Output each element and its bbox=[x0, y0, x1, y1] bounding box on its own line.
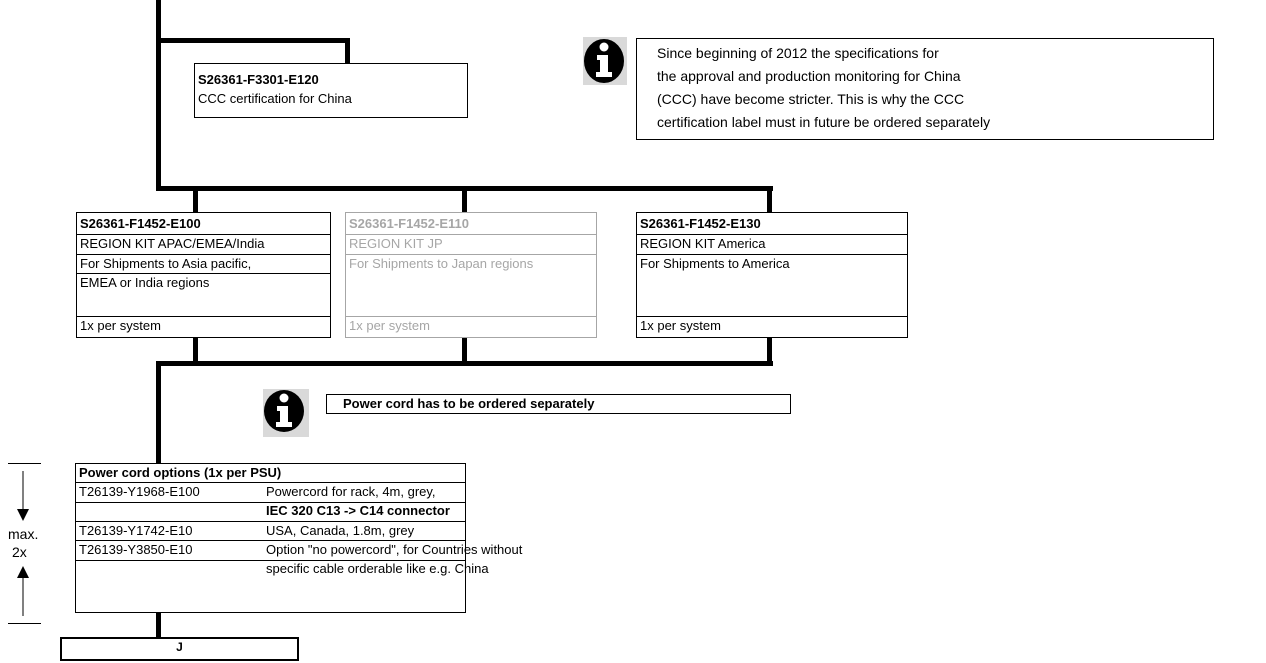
table-row[interactable]: T26139-Y1968-E100 Powercord for rack, 4m… bbox=[76, 482, 465, 521]
region-collect-bus bbox=[156, 361, 773, 366]
power-cord-description: Option "no powercord", for Countries wit… bbox=[266, 542, 523, 557]
trunk-line-middle bbox=[156, 361, 161, 463]
trunk-line-top bbox=[156, 0, 161, 190]
info-icon bbox=[263, 389, 309, 437]
region-rise-2 bbox=[462, 337, 467, 365]
region-kit-part-number: S26361-F1452-E100 bbox=[80, 216, 201, 231]
power-cord-part-number: T26139-Y3850-E10 bbox=[79, 542, 193, 557]
ccc-note-line-3: (CCC) have become stricter. This is why … bbox=[657, 91, 965, 107]
quantity-marker-count: 2x bbox=[12, 544, 27, 560]
arrow-up-icon bbox=[17, 566, 29, 616]
region-rise-1 bbox=[193, 337, 198, 365]
region-kit-desc-line: EMEA or India regions bbox=[77, 273, 330, 292]
region-kit-desc: For Shipments to Asia pacific, EMEA or I… bbox=[77, 254, 330, 295]
ccc-branch-top bbox=[156, 38, 350, 43]
region-kit-apac-box[interactable]: S26361-F1452-E100 REGION KIT APAC/EMEA/I… bbox=[76, 212, 331, 338]
quantity-marker-top-tick bbox=[8, 463, 41, 464]
ccc-note-box: Since beginning of 2012 the specificatio… bbox=[636, 38, 1214, 140]
region-drop-1 bbox=[193, 186, 198, 213]
region-kit-name: REGION KIT APAC/EMEA/India bbox=[77, 234, 330, 253]
power-cord-table-header: Power cord options (1x per PSU) bbox=[79, 465, 282, 480]
ccc-certification-box[interactable]: S26361-F3301-E120 CCC certification for … bbox=[194, 63, 468, 118]
power-cord-description-2: specific cable orderable like e.g. China bbox=[266, 561, 489, 576]
power-cord-part-number: T26139-Y1968-E100 bbox=[79, 484, 200, 499]
region-rise-3 bbox=[767, 337, 772, 365]
region-kit-desc-line: For Shipments to Asia pacific, bbox=[80, 256, 252, 271]
region-kit-qty: 1x per system bbox=[346, 316, 596, 335]
power-cord-description-2: IEC 320 C13 -> C14 connector bbox=[266, 503, 450, 518]
info-icon bbox=[583, 37, 627, 85]
region-kit-jp-box[interactable]: S26361-F1452-E110 REGION KIT JP For Ship… bbox=[345, 212, 597, 338]
arrow-down-icon bbox=[17, 471, 29, 521]
region-kit-name: REGION KIT JP bbox=[346, 234, 596, 253]
power-cord-part-number: T26139-Y1742-E10 bbox=[79, 523, 193, 538]
ccc-note-line-4: certification label must in future be or… bbox=[657, 114, 991, 130]
region-kit-name: REGION KIT America bbox=[637, 234, 907, 253]
power-cord-options-table: Power cord options (1x per PSU) T26139-Y… bbox=[75, 463, 522, 613]
power-cord-description: USA, Canada, 1.8m, grey bbox=[266, 523, 415, 538]
row-divider bbox=[76, 502, 465, 503]
region-kit-qty: 1x per system bbox=[637, 316, 907, 335]
ccc-part-number: S26361-F3301-E120 bbox=[198, 72, 319, 87]
trunk-line-bottom bbox=[156, 613, 161, 640]
row-divider bbox=[76, 560, 465, 561]
ccc-branch-right bbox=[345, 38, 350, 63]
region-kit-america-box[interactable]: S26361-F1452-E130 REGION KIT America For… bbox=[636, 212, 908, 338]
region-kit-part-number: S26361-F1452-E110 bbox=[349, 216, 469, 231]
region-kit-qty: 1x per system bbox=[77, 316, 330, 335]
ccc-note-line-1: Since beginning of 2012 the specificatio… bbox=[657, 45, 939, 61]
power-cord-note-text: Power cord has to be ordered separately bbox=[343, 396, 595, 411]
table-row[interactable]: T26139-Y3850-E10 Option "no powercord", … bbox=[76, 540, 522, 579]
quantity-marker-bottom-tick bbox=[8, 623, 41, 624]
quantity-marker-max: max. bbox=[8, 526, 39, 542]
table-row[interactable]: T26139-Y1742-E10 USA, Canada, 1.8m, grey bbox=[76, 521, 465, 541]
power-cord-note-box: Power cord has to be ordered separately bbox=[326, 394, 791, 414]
region-drop-2 bbox=[462, 186, 467, 213]
region-kit-desc: For Shipments to Japan regions bbox=[346, 254, 596, 273]
connector-j-box[interactable]: J bbox=[60, 637, 299, 661]
region-kit-desc: For Shipments to America bbox=[637, 254, 907, 273]
power-cord-description: Powercord for rack, 4m, grey, bbox=[266, 484, 436, 499]
region-drop-3 bbox=[767, 186, 772, 213]
region-kit-part-number: S26361-F1452-E130 bbox=[640, 216, 761, 231]
ccc-note-line-2: the approval and production monitoring f… bbox=[657, 68, 961, 84]
connector-j-label: J bbox=[176, 640, 183, 654]
ccc-description: CCC certification for China bbox=[198, 91, 352, 106]
